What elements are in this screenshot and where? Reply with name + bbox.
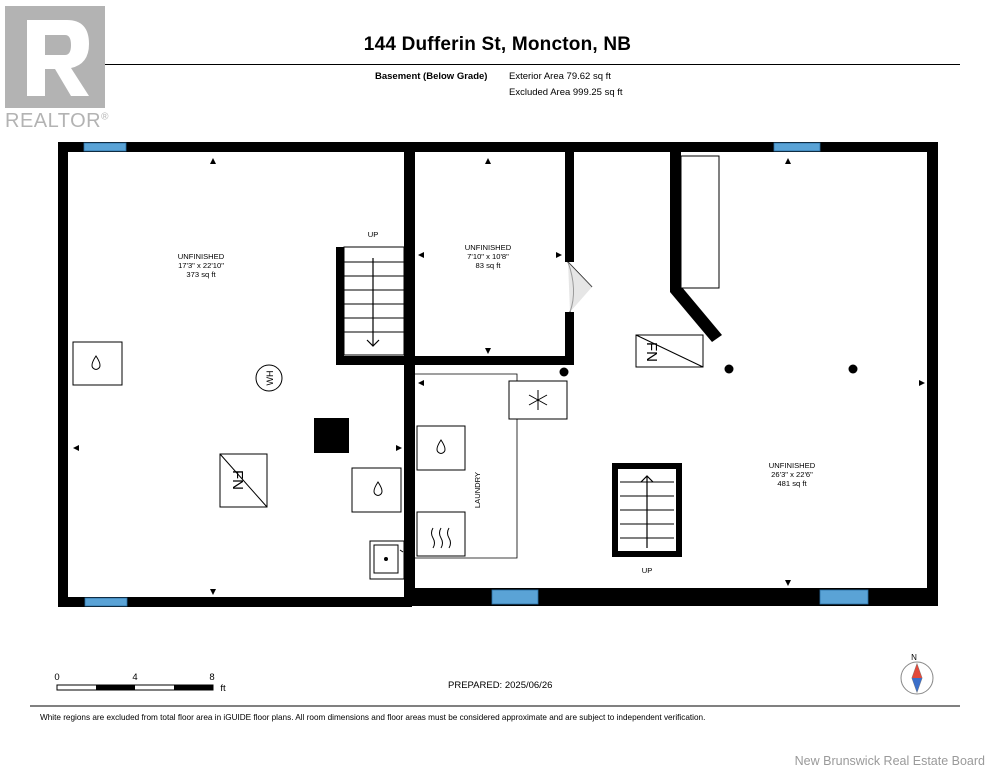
post xyxy=(724,364,734,374)
scale-zero: 0 xyxy=(54,672,59,683)
water-heater xyxy=(255,364,283,392)
compass-icon xyxy=(900,661,934,695)
furnace-left xyxy=(219,453,268,508)
prepared-date: PREPARED: 2025/06/26 xyxy=(448,680,553,691)
stairs-left xyxy=(343,246,405,356)
sump-right xyxy=(351,467,402,513)
freezer xyxy=(508,380,568,420)
washer xyxy=(416,425,466,471)
windows xyxy=(83,142,869,607)
post xyxy=(559,367,569,377)
room-middle-name: UNFINISHED xyxy=(465,243,512,252)
scale-bar xyxy=(56,684,214,691)
scale-mid: 4 xyxy=(132,672,137,683)
header-divider xyxy=(30,64,960,65)
dimension-markers xyxy=(73,158,925,595)
laundry-outline xyxy=(415,373,518,559)
room-right-area: 481 sq ft xyxy=(777,479,807,488)
board-watermark: New Brunswick Real Estate Board xyxy=(794,754,985,768)
page-title: 144 Dufferin St, Moncton, NB xyxy=(363,34,632,55)
walls xyxy=(58,142,938,607)
realtor-logo-icon xyxy=(5,6,105,108)
furnace-left-label: FN xyxy=(229,470,246,490)
room-left-name: UNFINISHED xyxy=(178,252,225,261)
post xyxy=(848,364,858,374)
furnace-right xyxy=(635,334,704,368)
room-left-area: 373 sq ft xyxy=(186,270,216,279)
stairs-right xyxy=(612,463,682,557)
realtor-wordmark: REALTOR® xyxy=(5,110,109,132)
room-right-dims: 26'3" x 22'6" xyxy=(771,470,813,479)
room-middle-dims: 7'10" x 10'8" xyxy=(467,252,509,261)
closet xyxy=(680,155,720,289)
water-heater-label: WH xyxy=(265,371,275,386)
level-label: Basement (Below Grade) xyxy=(375,71,488,82)
exterior-area: Exterior Area 79.62 sq ft xyxy=(509,71,611,82)
dryer xyxy=(416,511,466,557)
stairs-right-label: UP xyxy=(642,566,653,575)
sink xyxy=(369,540,405,580)
excluded-area: Excluded Area 999.25 sq ft xyxy=(509,87,623,98)
furnace-right-label: FN xyxy=(643,342,660,362)
sump-left xyxy=(72,341,123,386)
scale-max: 8 xyxy=(209,672,214,683)
disclaimer: White regions are excluded from total fl… xyxy=(40,713,706,722)
scale-unit: ft xyxy=(220,683,226,694)
laundry-label: LAUNDRY xyxy=(473,472,482,508)
room-middle-area: 83 sq ft xyxy=(476,261,502,270)
compass-north-label: N xyxy=(911,653,917,662)
room-right-name: UNFINISHED xyxy=(769,461,816,470)
room-left-dims: 17'3" x 22'10" xyxy=(178,261,224,270)
stairs-left-label: UP xyxy=(368,230,379,239)
